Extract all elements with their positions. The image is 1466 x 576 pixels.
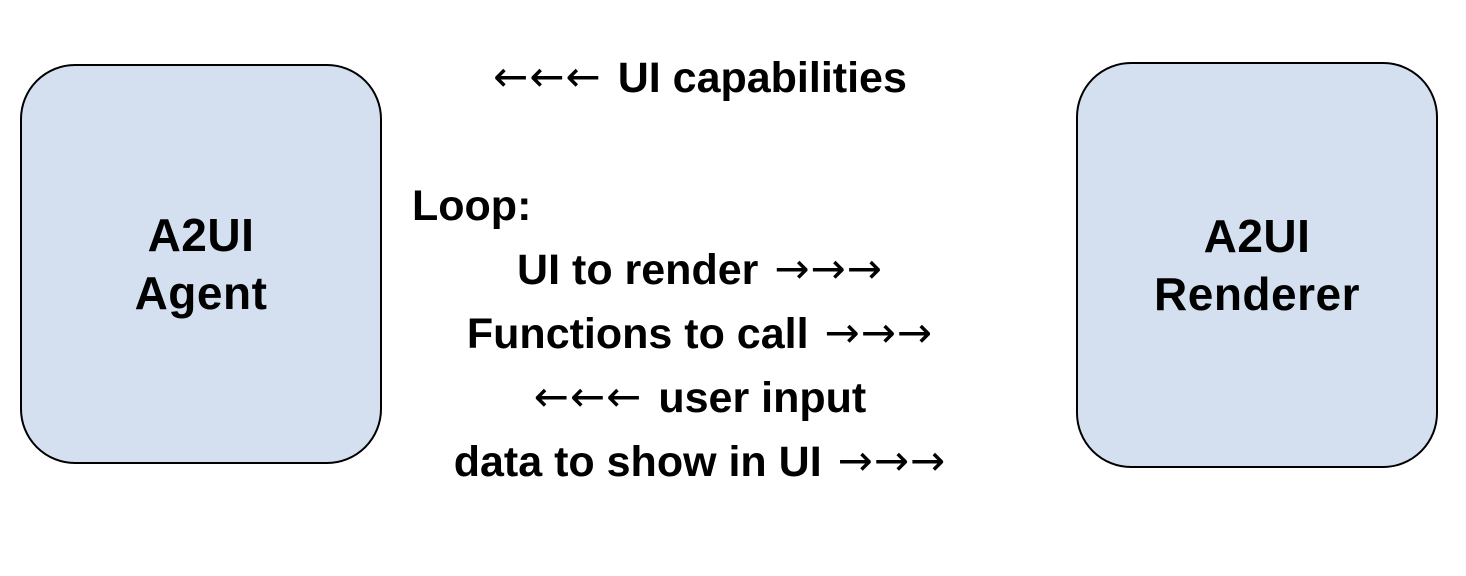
loop-label: Loop: [412, 181, 532, 230]
right-arrows-icon: →→→ [837, 435, 947, 485]
left-arrows-icon: ←←← [533, 371, 643, 421]
functions-to-call-message: Functions to call →→→ [400, 302, 1000, 366]
ui-capabilities-text: UI capabilities [617, 53, 907, 102]
renderer-label-line2: Renderer [1154, 268, 1360, 320]
message-flow: ←←← UI capabilities Loop: UI to render →… [400, 46, 1000, 494]
data-to-show-message: data to show in UI →→→ [400, 430, 1000, 494]
renderer-box: A2UI Renderer [1076, 62, 1438, 468]
agent-label-line1: A2UI [147, 209, 255, 261]
renderer-box-label: A2UI Renderer [1154, 207, 1360, 323]
user-input-text: user input [658, 373, 867, 422]
left-arrows-icon: ←←← [493, 51, 602, 101]
functions-to-call-text: Functions to call [466, 309, 809, 358]
agent-label-line2: Agent [134, 267, 268, 319]
ui-to-render-text: UI to render [517, 245, 759, 294]
user-input-message: ←←← user input [400, 366, 1000, 430]
ui-capabilities-message: ←←← UI capabilities [400, 46, 1000, 110]
agent-box-label: A2UI Agent [135, 206, 268, 322]
data-to-show-text: data to show in UI [453, 437, 822, 486]
right-arrows-icon: →→→ [824, 307, 934, 357]
agent-box: A2UI Agent [20, 64, 382, 464]
ui-to-render-message: UI to render →→→ [400, 238, 1000, 302]
flow-spacer [400, 110, 1000, 174]
renderer-label-line1: A2UI [1203, 210, 1311, 262]
right-arrows-icon: →→→ [774, 243, 883, 293]
